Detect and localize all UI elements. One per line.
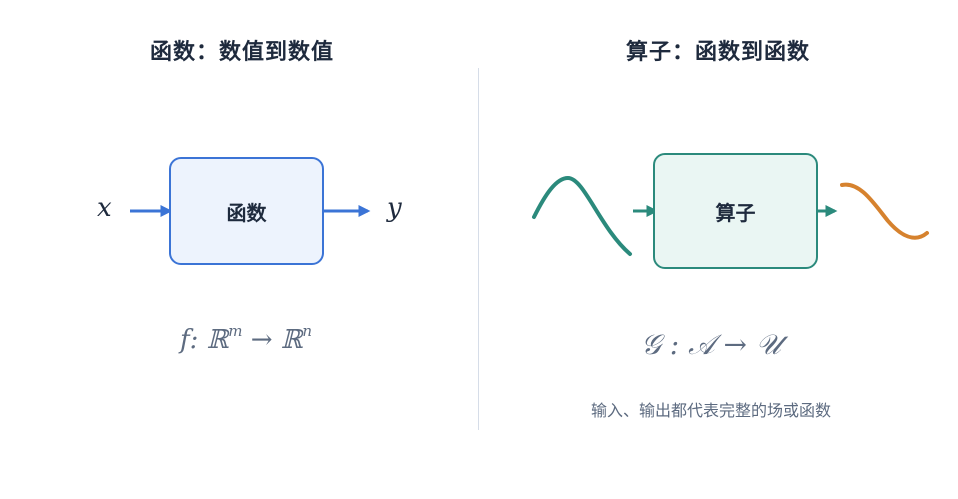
function-box: 函数 bbox=[169, 157, 324, 265]
formula-codomain: ℝ bbox=[280, 325, 303, 355]
operator-formula: 𝒢 : 𝒜 → 𝒰 bbox=[640, 328, 782, 361]
operator-box: 算子 bbox=[653, 153, 818, 269]
formula-arrow: → bbox=[250, 325, 273, 355]
panel-divider bbox=[478, 68, 479, 430]
function-formula: f: ℝm → ℝn bbox=[180, 322, 312, 355]
input-variable-x: x bbox=[97, 193, 112, 223]
function-panel-title: 函数：数值到数值 bbox=[149, 40, 335, 65]
formula-codomain-exponent: n bbox=[302, 322, 313, 340]
formula-domain: ℝ bbox=[206, 325, 229, 355]
operator-box-label: 算子 bbox=[715, 200, 756, 225]
input-function-wave bbox=[532, 175, 632, 256]
output-variable-y: y bbox=[387, 193, 402, 223]
formula-f: f bbox=[179, 325, 190, 355]
formula-domain-exponent: m bbox=[228, 322, 243, 340]
output-function-wave bbox=[840, 182, 929, 240]
formula-colon: : bbox=[189, 325, 199, 355]
operator-caption: 输入、输出都代表完整的场或函数 bbox=[590, 401, 832, 420]
operator-panel-title: 算子：函数到函数 bbox=[625, 40, 811, 65]
function-box-label: 函数 bbox=[226, 200, 267, 225]
